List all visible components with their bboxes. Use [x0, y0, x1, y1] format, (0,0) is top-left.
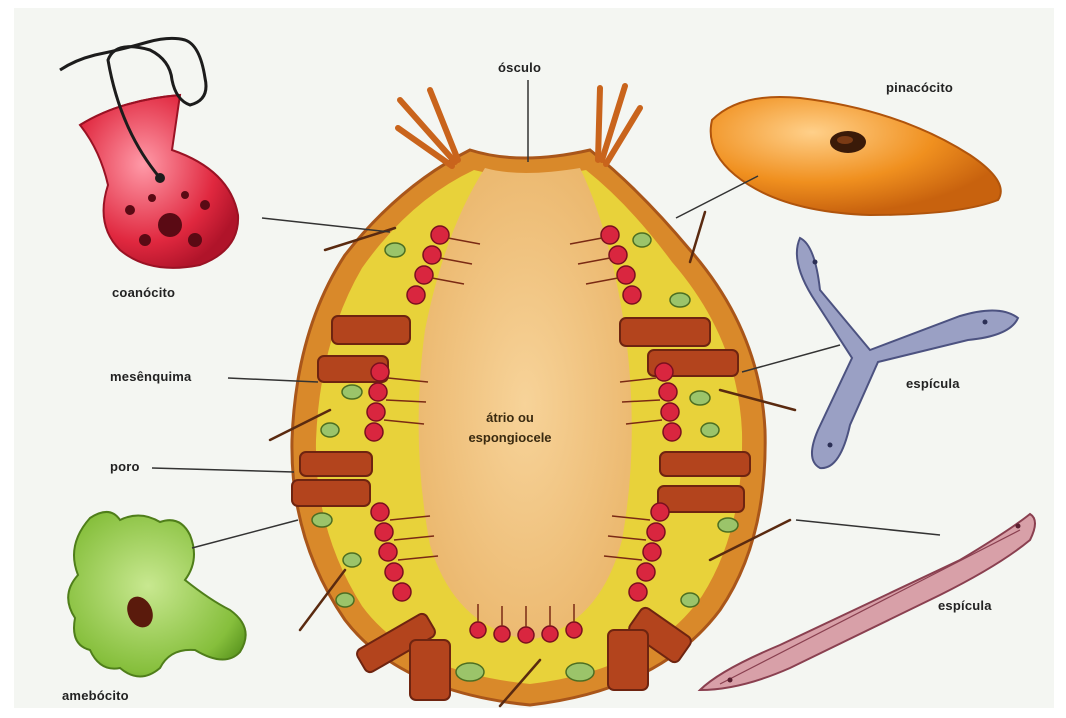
label-amebocito: amebócito — [62, 688, 129, 703]
label-poro: poro — [110, 459, 140, 474]
amebocyte-cell — [68, 512, 245, 677]
choanocyte-cell — [60, 38, 238, 267]
label-osculo: ósculo — [498, 60, 541, 75]
label-espicula-2: espícula — [938, 598, 992, 613]
osculum-tufts — [398, 86, 640, 166]
label-coanocito: coanócito — [112, 285, 175, 300]
label-atrio: átrio ou espongiocele — [440, 408, 580, 448]
pinacocyte-cell — [711, 97, 1001, 215]
label-espicula-1: espícula — [906, 376, 960, 391]
label-atrio-line1: átrio ou — [440, 408, 580, 428]
triradiate-spicule — [797, 238, 1018, 468]
label-mesenquima: mesênquima — [110, 369, 191, 384]
label-atrio-line2: espongiocele — [440, 428, 580, 448]
label-pinacocito: pinacócito — [886, 80, 953, 95]
